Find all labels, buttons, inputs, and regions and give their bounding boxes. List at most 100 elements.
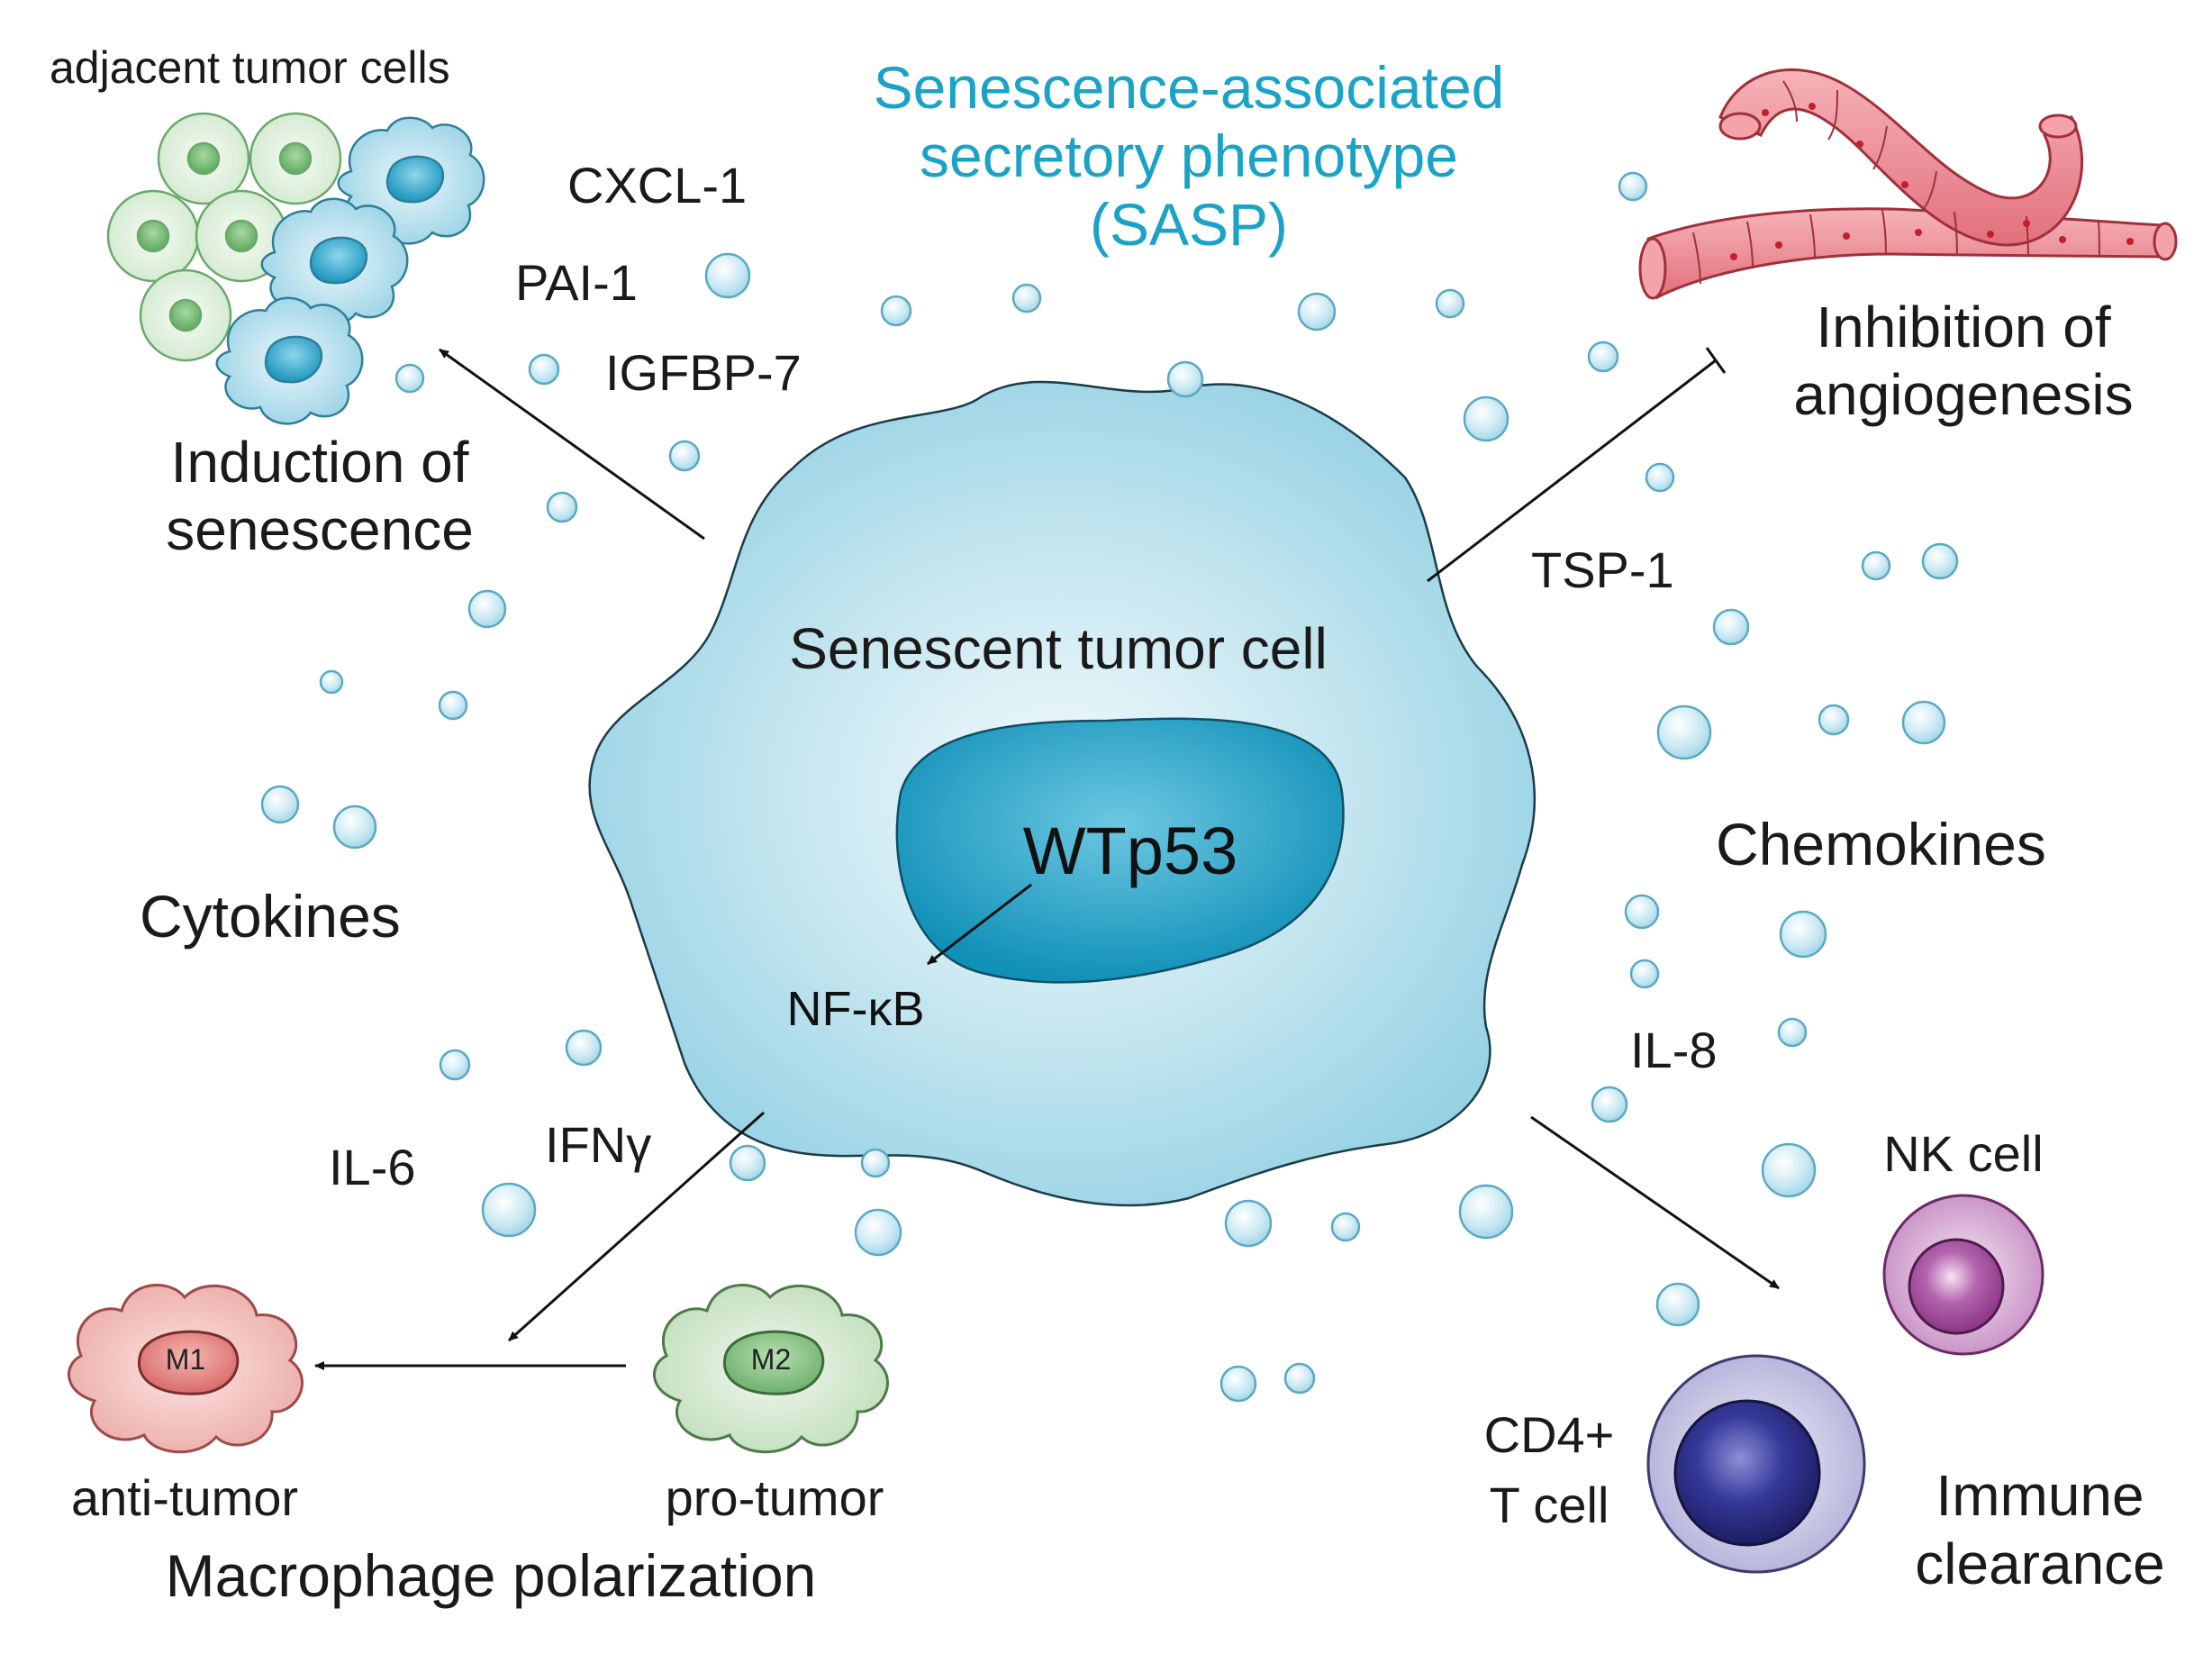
- sasp-vesicle: [1712, 608, 1750, 646]
- sasp-vesicle: [1011, 283, 1042, 314]
- immune-clearance-arrow: [1530, 1115, 1780, 1290]
- sasp-vesicle: [481, 1182, 537, 1238]
- wtp53-label: WTp53: [1023, 813, 1238, 888]
- green-tumor-cell: [106, 189, 200, 283]
- nk-cell-label: NK cell: [1883, 1125, 2043, 1182]
- sasp-vesicle: [1921, 542, 1959, 580]
- m1-macrophage: M1: [68, 1284, 304, 1454]
- red-blood-cell-dot: [2059, 236, 2066, 243]
- cd4-label-line1: CD4+: [1484, 1406, 1615, 1463]
- sasp-vesicle: [1458, 1184, 1514, 1240]
- sasp-vesicle: [1629, 959, 1660, 989]
- sasp-vesicle: [1656, 704, 1712, 760]
- sasp-vesicle: [704, 252, 751, 299]
- sasp-title-line3: (SASP): [1090, 191, 1288, 258]
- pro-tumor-label: pro-tumor: [666, 1469, 884, 1526]
- sasp-vesicle: [1655, 1282, 1700, 1327]
- sasp-vesicle: [668, 440, 701, 472]
- sasp-vesicle: [1330, 1212, 1361, 1242]
- sasp-vesicle: [1818, 704, 1850, 736]
- factor-ifng: IFNγ: [545, 1116, 651, 1173]
- factor-igfbp7: IGFBP-7: [605, 344, 802, 401]
- sasp-vesicle: [854, 1208, 902, 1257]
- m2-label: M2: [751, 1343, 791, 1376]
- factor-tsp1: TSP-1: [1531, 541, 1674, 598]
- red-blood-cell-dot: [1843, 232, 1850, 240]
- anti-tumor-label: anti-tumor: [71, 1469, 298, 1526]
- sasp-vesicle: [1283, 1362, 1316, 1395]
- senescent-neighbor-cell: [215, 296, 364, 425]
- sasp-vesicle: [467, 589, 507, 629]
- angiogenesis-outcome-line1: Inhibition of: [1816, 295, 2111, 359]
- red-blood-cell-dot: [1915, 229, 1922, 236]
- green-tumor-cell: [249, 112, 342, 205]
- red-blood-cell-dot: [1901, 181, 1908, 188]
- green-tumor-cell: [139, 268, 232, 362]
- red-blood-cell-dot: [2126, 238, 2134, 245]
- nfkb-label: NF-κB: [787, 982, 925, 1036]
- sasp-title: Senescence-associated secretory phenotyp…: [874, 54, 1505, 258]
- p53-to-nfkb-arrow: [927, 883, 1032, 966]
- sasp-title-line1: Senescence-associated: [874, 54, 1505, 121]
- red-blood-cell-dot: [1987, 231, 1994, 238]
- blood-vessel: [1638, 68, 2178, 300]
- sasp-vesicle: [565, 1029, 603, 1067]
- cd4-label-line2: T cell: [1490, 1477, 1609, 1533]
- sasp-vesicle: [1224, 1199, 1273, 1248]
- sasp-vesicle: [1861, 550, 1891, 581]
- factor-pai1: PAI-1: [515, 254, 638, 311]
- sasp-vesicle: [1761, 1142, 1817, 1198]
- sasp-vesicle: [1624, 894, 1660, 930]
- sasp-vesicle: [1166, 360, 1204, 398]
- sasp-vesicle: [729, 1144, 766, 1182]
- red-blood-cell-dot: [1730, 253, 1737, 260]
- sasp-vesicle: [319, 669, 344, 695]
- sasp-vesicle: [1435, 288, 1465, 319]
- sasp-vesicle: [394, 363, 425, 394]
- category-cytokines: Cytokines: [140, 883, 401, 950]
- wtp53-nucleus: [895, 717, 1345, 984]
- factor-il6: IL-6: [329, 1139, 416, 1195]
- nk-cell: [1882, 1194, 2044, 1356]
- m2-macrophage: M2: [653, 1284, 889, 1454]
- immune-outcome-line2: clearance: [1915, 1531, 2165, 1596]
- senescence-outcome-line1: Induction of: [171, 430, 469, 495]
- sasp-vesicle: [1587, 341, 1619, 373]
- factor-il8: IL-8: [1630, 1022, 1718, 1078]
- macrophage-polarization-title: Macrophage polarization: [166, 1542, 817, 1609]
- red-blood-cell-dot: [2023, 220, 2030, 227]
- sasp-vesicle: [1901, 700, 1946, 745]
- angiogenesis-inhibition-line: [1427, 347, 1727, 583]
- angiogenesis-outcome-line2: angiogenesis: [1793, 362, 2133, 427]
- cd4-t-cell: [1646, 1354, 1866, 1574]
- red-blood-cell-dot: [1762, 109, 1769, 116]
- factor-cxcl1: CXCL-1: [567, 157, 747, 214]
- category-chemokines: Chemokines: [1716, 811, 2046, 877]
- senescence-arrow: [439, 348, 705, 541]
- sasp-vesicle: [1297, 292, 1337, 332]
- sasp-vesicle: [1618, 171, 1648, 202]
- red-blood-cell-dot: [1809, 103, 1816, 110]
- sasp-title-line2: secretory phenotype: [920, 123, 1458, 189]
- sasp-vesicle: [1463, 395, 1509, 442]
- sasp-vesicle: [260, 785, 300, 824]
- sasp-vesicles: [260, 171, 1959, 1403]
- adjacent-tumor-cells: adjacent tumor cells: [50, 42, 485, 425]
- senescent-cell-label: Senescent tumor cell: [789, 616, 1328, 681]
- senescent-neighbor-cell: [260, 197, 409, 326]
- macrophage-arrow: [508, 1111, 765, 1342]
- senescence-outcome-line2: senescence: [166, 497, 474, 562]
- m1-label: M1: [166, 1343, 205, 1376]
- red-blood-cell-dot: [1856, 141, 1863, 148]
- sasp-vesicle: [1777, 1017, 1808, 1048]
- sasp-vesicle: [1645, 462, 1675, 493]
- sasp-vesicle: [860, 1148, 891, 1178]
- sasp-vesicle: [438, 690, 468, 721]
- sasp-vesicle: [1591, 1086, 1628, 1123]
- adjacent-tumor-cells-label: adjacent tumor cells: [50, 42, 450, 93]
- sasp-vesicle: [1779, 910, 1827, 959]
- sasp-vesicle: [546, 491, 578, 523]
- immune-outcome-line1: Immune: [1936, 1463, 2144, 1528]
